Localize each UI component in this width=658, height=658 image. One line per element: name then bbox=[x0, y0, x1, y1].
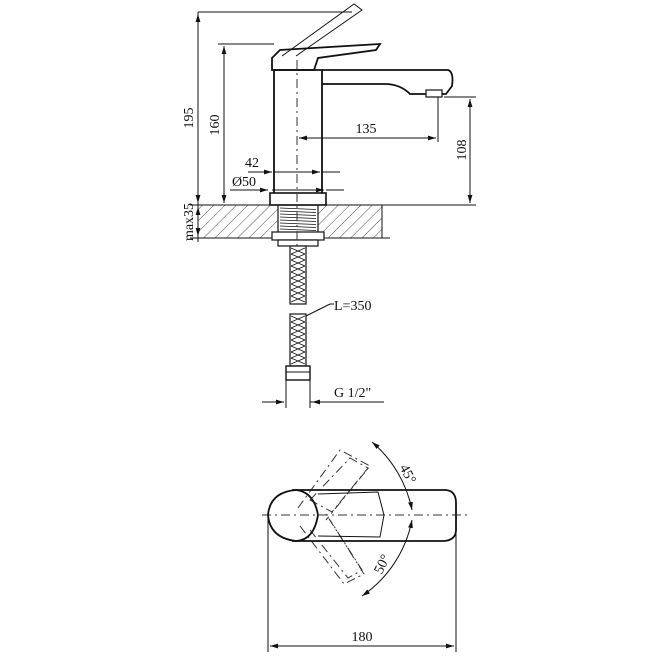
label-hose-length: L=350 bbox=[334, 299, 371, 314]
lever-open-position bbox=[281, 3, 363, 57]
label-counter-thickness: max35 bbox=[182, 203, 197, 241]
label-aerator-height: 108 bbox=[455, 140, 470, 161]
label-lever-angle-side: 50° bbox=[372, 552, 394, 576]
faucet-spout bbox=[322, 69, 454, 95]
label-base-width: 42 bbox=[245, 156, 259, 171]
dim-total-height: 195 bbox=[182, 11, 352, 242]
dim-hose-length: L=350 bbox=[305, 299, 371, 317]
aerator bbox=[425, 89, 443, 98]
label-base-diameter: Ø50 bbox=[232, 175, 256, 190]
faucet-body bbox=[273, 69, 323, 193]
top-lever-outline bbox=[267, 489, 319, 542]
label-total-length: 180 bbox=[352, 630, 373, 645]
dim-aerator-height: 108 bbox=[382, 96, 476, 206]
dim-lever-angle-side: 50° bbox=[361, 519, 413, 597]
side-view: 195 160 135 108 42 bbox=[182, 3, 476, 408]
dim-counter-thickness: max35 bbox=[182, 203, 201, 241]
dim-lever-angle-back: 45° bbox=[371, 441, 418, 511]
faucet-base bbox=[269, 192, 327, 206]
top-body-outline bbox=[292, 489, 457, 542]
top-lever-arm bbox=[317, 491, 385, 538]
dim-total-length: 180 bbox=[267, 515, 457, 652]
label-spout-height: 160 bbox=[208, 115, 223, 136]
dim-spout-reach: 135 bbox=[299, 97, 439, 142]
dim-base-diameter: Ø50 bbox=[230, 175, 344, 193]
lever-handle bbox=[271, 42, 382, 71]
mounting-shank bbox=[271, 204, 325, 247]
dim-spout-height: 160 bbox=[208, 43, 274, 203]
label-total-height: 195 bbox=[182, 108, 197, 129]
dim-base-width: 42 bbox=[245, 156, 340, 175]
top-view: 45° 50° 180 bbox=[262, 441, 470, 652]
lever-rotated-back bbox=[297, 449, 371, 521]
flexible-hose bbox=[285, 245, 311, 381]
lever-rotated-side bbox=[299, 513, 365, 585]
label-spout-reach: 135 bbox=[356, 122, 377, 137]
label-lever-angle-back: 45° bbox=[396, 462, 418, 486]
dim-connection-thread: G 1/2" bbox=[262, 380, 384, 408]
label-connection-thread: G 1/2" bbox=[334, 386, 371, 401]
